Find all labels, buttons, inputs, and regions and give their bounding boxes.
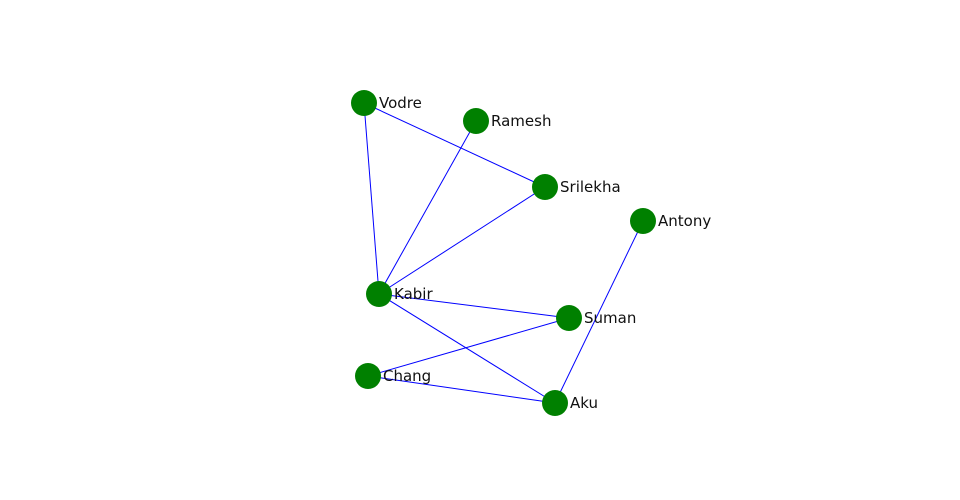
edge-kabir-suman (378, 293, 570, 319)
node-circle-aku[interactable] (542, 390, 568, 416)
node-label-aku: Aku (570, 394, 598, 412)
node-vodre[interactable]: Vodre (351, 90, 422, 116)
edge-vodre-srilekha (363, 102, 546, 188)
edge-antony-aku (554, 220, 644, 404)
node-circle-antony[interactable] (630, 208, 656, 234)
node-suman[interactable]: Suman (556, 305, 636, 331)
node-label-suman: Suman (584, 309, 636, 327)
node-label-srilekha: Srilekha (560, 178, 621, 196)
node-label-vodre: Vodre (379, 94, 422, 112)
node-kabir[interactable]: Kabir (366, 281, 433, 307)
node-circle-suman[interactable] (556, 305, 582, 331)
node-circle-kabir[interactable] (366, 281, 392, 307)
node-chang[interactable]: Chang (355, 363, 431, 389)
edge-ramesh-kabir (378, 120, 477, 295)
node-antony[interactable]: Antony (630, 208, 711, 234)
node-srilekha[interactable]: Srilekha (532, 174, 621, 200)
nodes-layer: VodreRameshSrilekhaAntonyKabirSumanChang… (351, 90, 711, 416)
node-aku[interactable]: Aku (542, 390, 598, 416)
node-label-ramesh: Ramesh (491, 112, 551, 130)
edge-suman-chang (367, 317, 570, 377)
node-circle-vodre[interactable] (351, 90, 377, 116)
node-ramesh[interactable]: Ramesh (463, 108, 551, 134)
edge-chang-aku (367, 375, 556, 404)
node-circle-srilekha[interactable] (532, 174, 558, 200)
node-label-antony: Antony (658, 212, 711, 230)
node-label-kabir: Kabir (394, 285, 433, 303)
node-circle-chang[interactable] (355, 363, 381, 389)
edge-vodre-kabir (363, 102, 380, 295)
edge-kabir-aku (378, 293, 556, 404)
edges-layer (363, 102, 644, 404)
node-label-chang: Chang (383, 367, 431, 385)
node-circle-ramesh[interactable] (463, 108, 489, 134)
edge-srilekha-kabir (378, 186, 546, 295)
